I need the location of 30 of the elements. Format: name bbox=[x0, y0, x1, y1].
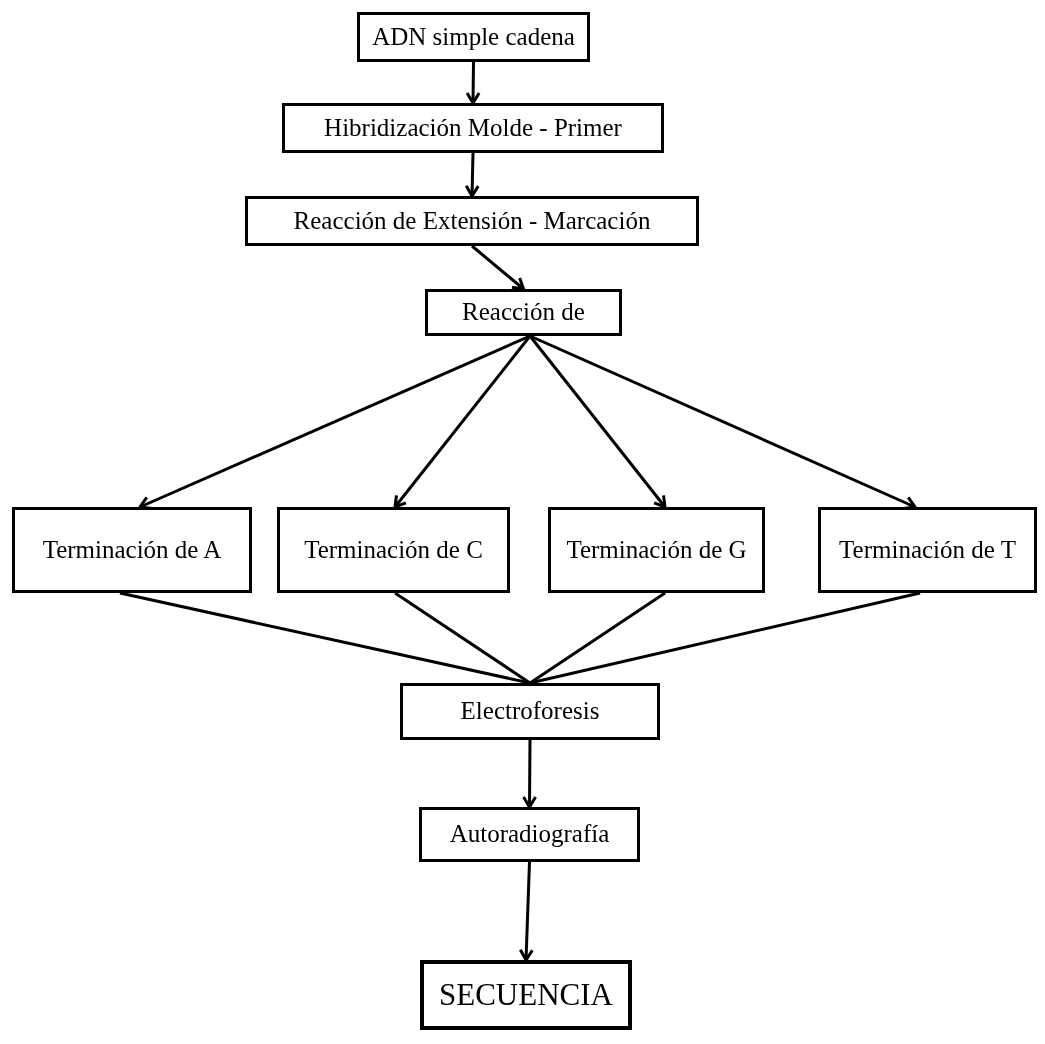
box-label: Terminación de C bbox=[304, 535, 483, 565]
arrow bbox=[471, 244, 525, 291]
process-box bbox=[420, 960, 632, 1030]
arrow bbox=[522, 740, 538, 809]
process-box bbox=[282, 103, 664, 153]
box-label: Autoradiografía bbox=[449, 820, 610, 849]
process-box bbox=[548, 507, 765, 593]
box-label: ADN simple cadena bbox=[372, 22, 575, 52]
process-box bbox=[277, 507, 510, 593]
arrow bbox=[464, 152, 480, 198]
connector-line bbox=[394, 591, 531, 685]
process-box bbox=[818, 507, 1037, 593]
process-box bbox=[400, 683, 660, 740]
box-label: Terminación de T bbox=[839, 535, 1016, 565]
arrow bbox=[393, 335, 532, 509]
process-box bbox=[425, 289, 622, 336]
arrow bbox=[528, 335, 667, 509]
process-box bbox=[357, 12, 590, 62]
box-label: Terminación de G bbox=[566, 535, 747, 565]
arrow bbox=[518, 861, 534, 962]
box-label: Terminación de A bbox=[42, 535, 222, 565]
process-box bbox=[12, 507, 252, 593]
box-label: SECUENCIA bbox=[439, 977, 613, 1013]
box-label: Electroforesis bbox=[460, 697, 600, 726]
process-box bbox=[245, 196, 699, 246]
box-label: Reacción de bbox=[462, 298, 585, 327]
arrow bbox=[465, 61, 481, 105]
box-label: Reacción de Extensión - Marcación bbox=[293, 206, 651, 236]
process-box bbox=[419, 807, 640, 862]
box-label: Hibridización Molde - Primer bbox=[324, 113, 622, 143]
